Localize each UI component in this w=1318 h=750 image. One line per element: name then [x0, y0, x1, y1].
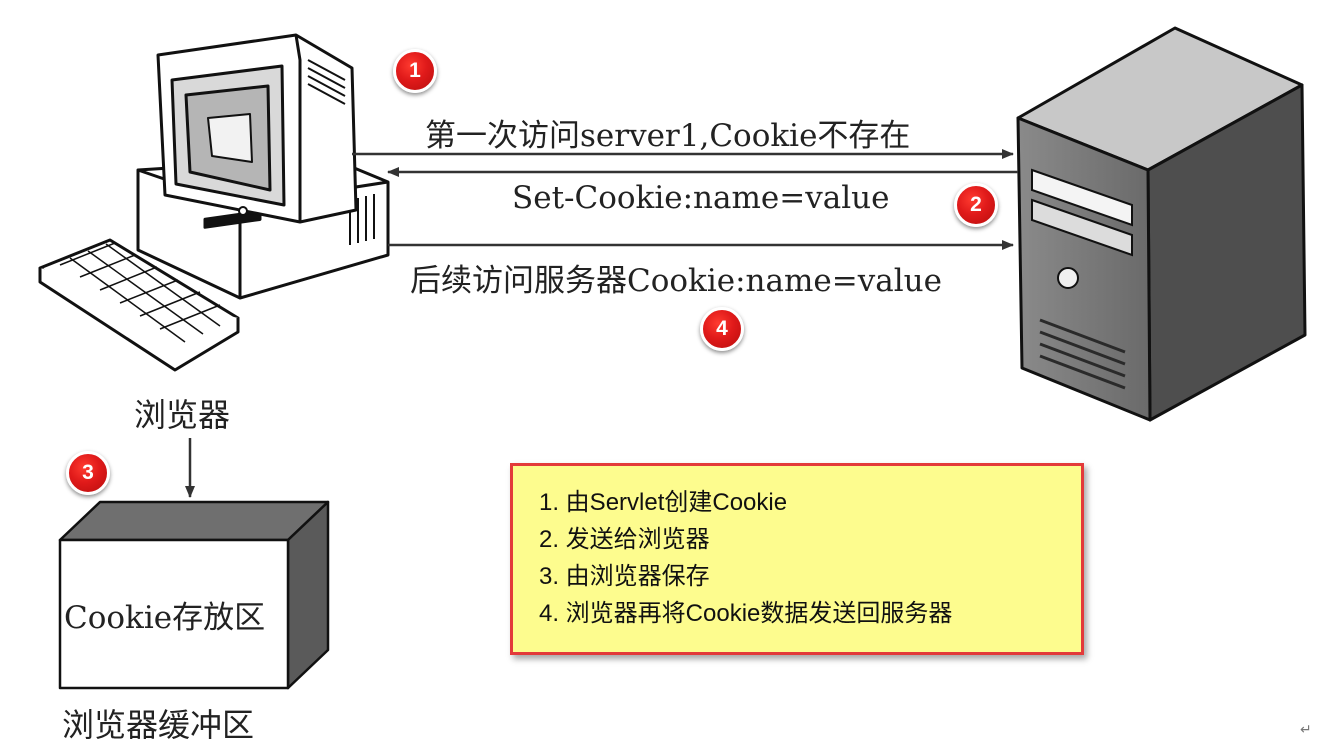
message-subsequent-request: 后续访问服务器Cookie:name=value [410, 263, 942, 299]
step-item-2: 2. 发送给浏览器 [539, 526, 710, 553]
step-item-1: 1. 由Servlet创建Cookie [539, 489, 788, 516]
steps-note: 1. 由Servlet创建Cookie 2. 发送给浏览器 3. 由浏览器保存 … [510, 463, 1084, 655]
step-item-3: 3. 由浏览器保存 [539, 563, 710, 590]
desktop-computer-icon [136, 33, 390, 300]
step-badge-2: 2 [954, 183, 998, 227]
return-mark: ↵ [1300, 722, 1312, 738]
cookie-store-box [58, 500, 330, 690]
step-item-4: 4. 浏览器再将Cookie数据发送回服务器 [539, 600, 953, 627]
step-badge-4: 4 [700, 307, 744, 351]
step-badge-1: 1 [393, 49, 437, 93]
browser-buffer-label: 浏览器缓冲区 [62, 706, 255, 744]
keyboard-icon [38, 238, 240, 372]
browser-label: 浏览器 [134, 396, 231, 434]
message-first-request: 第一次访问server1,Cookie不存在 [425, 118, 911, 154]
message-arrows [185, 149, 1018, 498]
message-set-cookie: Set-Cookie:name=value [512, 180, 890, 216]
server-tower-icon [1016, 26, 1307, 422]
cookie-store-label: Cookie存放区 [64, 600, 266, 636]
step-badge-3: 3 [66, 451, 110, 495]
